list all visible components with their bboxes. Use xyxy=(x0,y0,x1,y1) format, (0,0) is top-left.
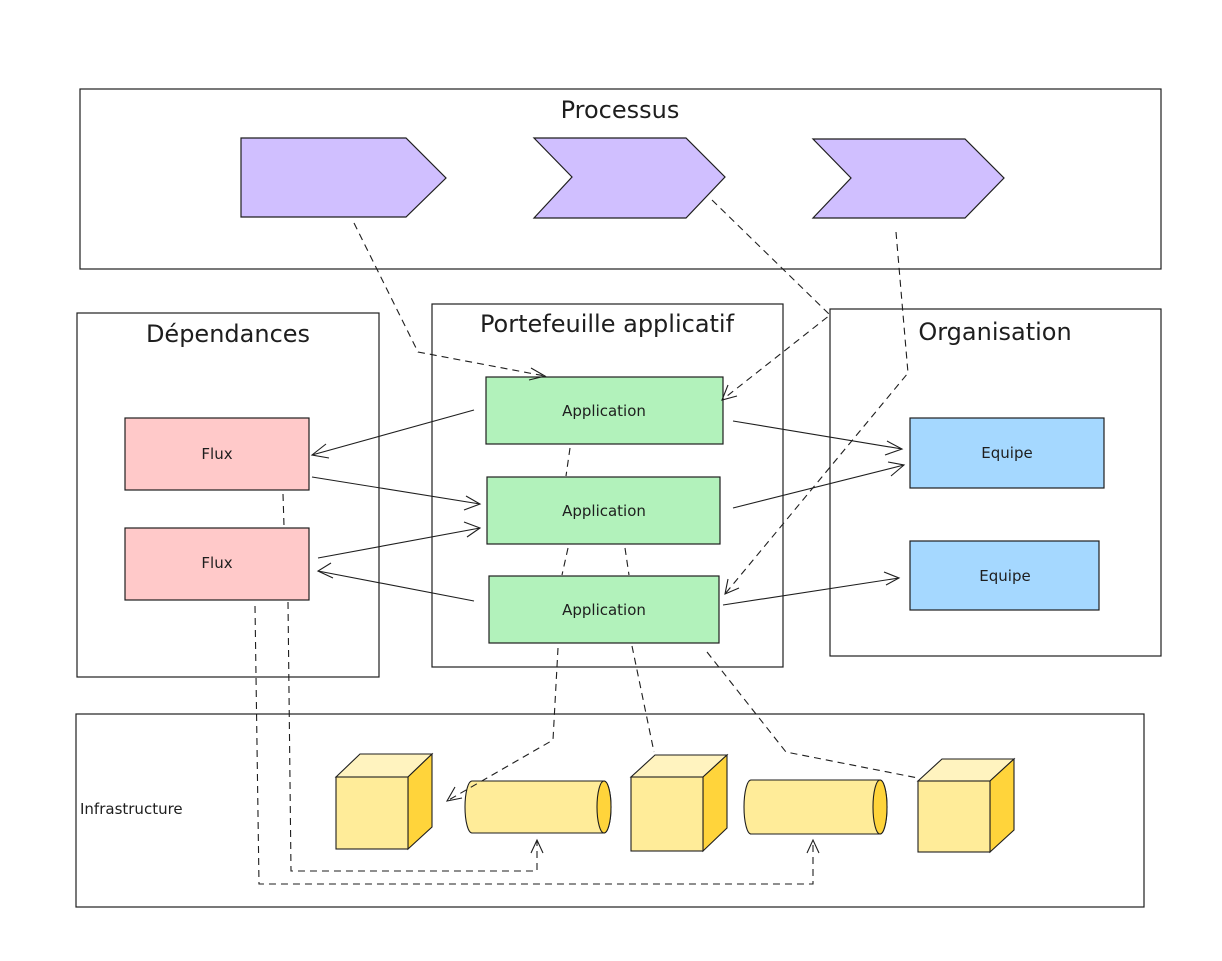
equipe-label-1: Equipe xyxy=(981,444,1032,462)
server-cube-1 xyxy=(334,752,434,851)
flux-label-1: Flux xyxy=(201,445,232,463)
database-cylinder-2 xyxy=(743,779,888,835)
application-box-2 xyxy=(486,476,721,545)
organisation-frame xyxy=(829,308,1162,657)
infrastructure-frame xyxy=(75,713,1145,908)
process-step-3 xyxy=(811,138,1005,219)
processus-title: Processus xyxy=(561,96,680,124)
infrastructure-title: Infrastructure xyxy=(80,800,183,818)
solid-connectors xyxy=(310,409,906,606)
organisation-title: Organisation xyxy=(918,318,1071,346)
application-label-2: Application xyxy=(562,502,646,520)
dependances-title: Dépendances xyxy=(146,320,310,348)
equipe-box-1 xyxy=(909,417,1105,489)
process-step-1 xyxy=(240,137,447,218)
process-step-2 xyxy=(532,137,726,219)
server-cube-2 xyxy=(629,753,729,853)
application-box-1 xyxy=(485,376,724,445)
flux-label-2: Flux xyxy=(201,554,232,572)
application-label-3: Application xyxy=(562,601,646,619)
portefeuille-frame xyxy=(431,303,784,668)
equipe-label-2: Equipe xyxy=(979,567,1030,585)
database-cylinder-1 xyxy=(464,780,612,834)
processus-frame xyxy=(79,88,1162,270)
flux-box-2 xyxy=(124,527,310,601)
dependances-frame xyxy=(76,312,380,678)
equipe-box-2 xyxy=(909,540,1100,611)
server-cube-3 xyxy=(916,757,1016,854)
portefeuille-title: Portefeuille applicatif xyxy=(480,310,735,338)
flux-box-1 xyxy=(124,417,310,491)
dashed-connectors xyxy=(254,199,919,885)
application-box-3 xyxy=(488,575,720,644)
application-label-1: Application xyxy=(562,402,646,420)
